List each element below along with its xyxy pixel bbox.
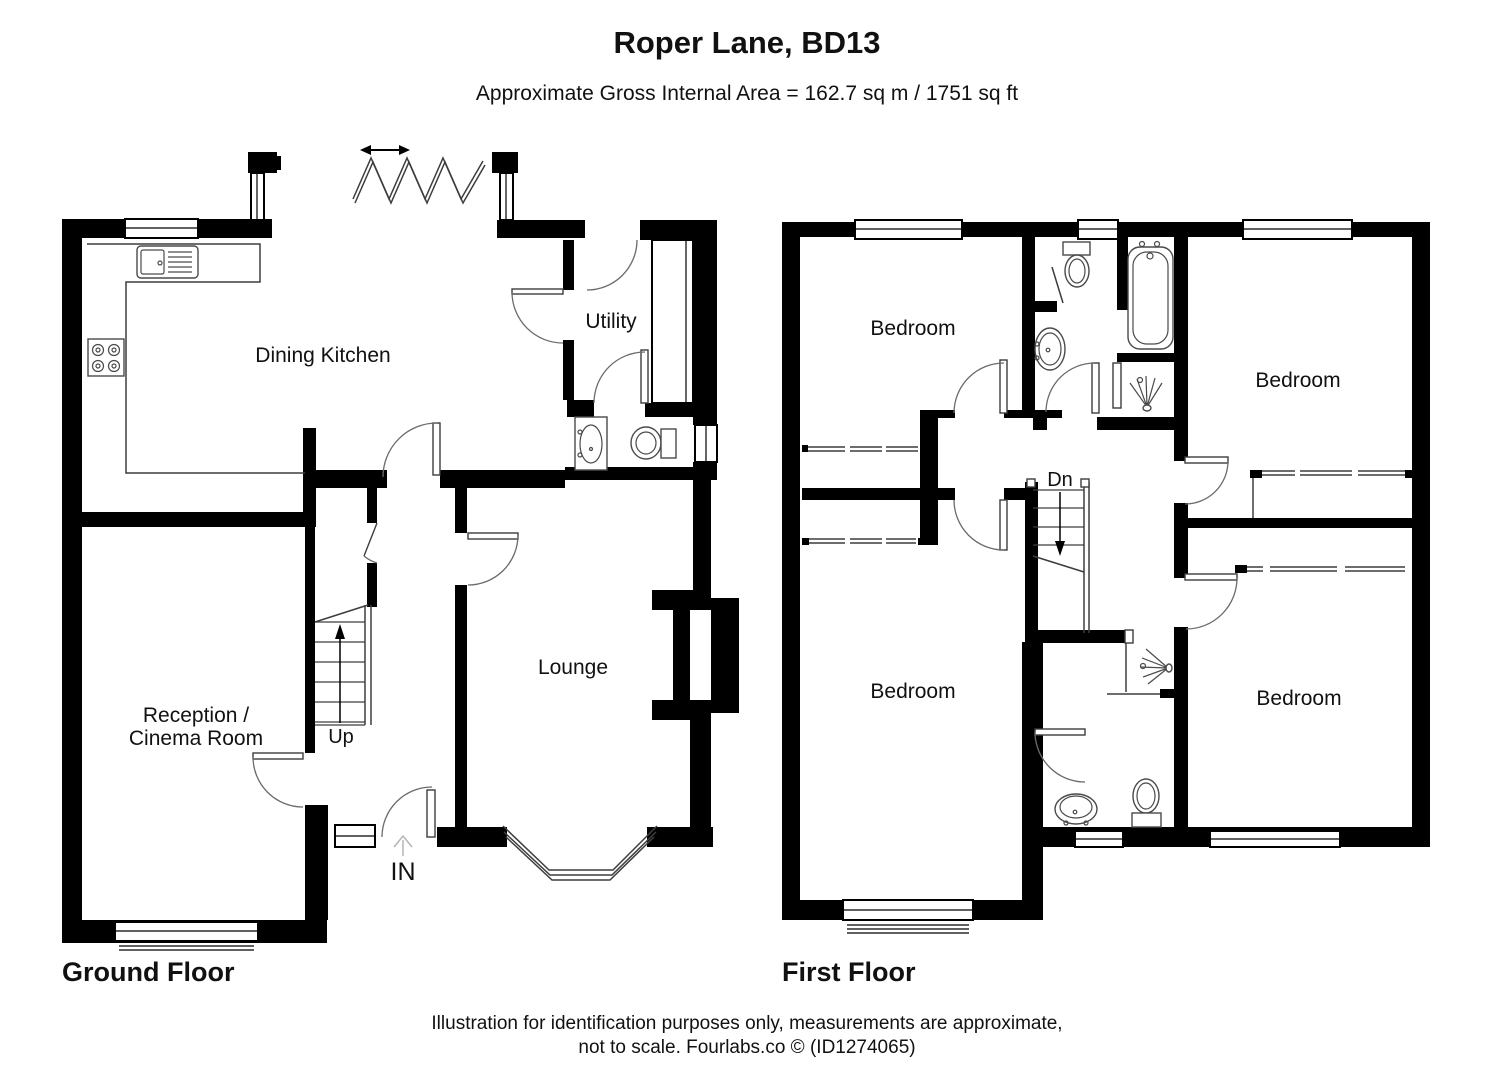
window (854, 219, 963, 240)
door (1045, 362, 1100, 414)
room-label-lounge: Lounge (538, 656, 608, 679)
bifold-door-icon (352, 145, 486, 205)
ground-floor-windows (114, 172, 718, 951)
chimney-flue-icon (499, 172, 514, 221)
shower-icon (1139, 648, 1173, 685)
ground-floor-doors (252, 239, 649, 838)
wardrobes (808, 446, 1405, 572)
shower-icon (1112, 362, 1163, 412)
window (1077, 219, 1119, 240)
window (114, 921, 259, 951)
window (1209, 830, 1341, 848)
window (842, 899, 974, 934)
door (953, 499, 1008, 551)
bay-window (502, 825, 658, 881)
window (1074, 830, 1124, 848)
bathroom-sink-icon (1034, 327, 1066, 371)
utility-cupboard (651, 239, 694, 404)
window (124, 218, 199, 239)
stairs-down-label: Dn (1047, 469, 1073, 491)
footer-line1: Illustration for identification purposes… (431, 1013, 1062, 1034)
window (694, 424, 718, 463)
shower-door (1112, 362, 1122, 409)
ground-floor-title: Ground Floor (62, 957, 235, 987)
page-subtitle: Approximate Gross Internal Area = 162.7 … (476, 82, 1018, 105)
window (1242, 219, 1353, 240)
first-floor-title: First Floor (782, 957, 916, 987)
bathtub-icon (1127, 240, 1174, 350)
ground-floor-plan: Dining Kitchen Utility Lounge Reception … (62, 145, 739, 987)
door (381, 786, 436, 838)
stairs-up-label: Up (328, 726, 354, 748)
entrance-arrow-icon (393, 834, 413, 856)
first-floor-doors (953, 359, 1238, 783)
door (252, 752, 304, 808)
toilet-icon (1051, 241, 1091, 304)
kitchen-sink-icon (136, 245, 199, 279)
footer-line2: not to scale. Fourlabs.co © (ID1274065) (578, 1037, 915, 1058)
shower-room-frame (1124, 629, 1134, 644)
wc-sink-icon (574, 416, 608, 471)
shower-room (1107, 643, 1173, 695)
first-floor-windows (842, 219, 1353, 934)
door (1034, 728, 1086, 783)
bathroom-sink-icon (1054, 793, 1098, 826)
room-label-bedroom-top-right: Bedroom (1255, 369, 1340, 392)
room-label-bedroom-bottom-left: Bedroom (870, 680, 955, 703)
room-label-reception-line1: Reception / (143, 704, 249, 727)
stairs-up (314, 604, 372, 726)
door (1184, 456, 1229, 505)
door (593, 349, 649, 404)
window (334, 824, 376, 848)
toilet-icon (1131, 778, 1162, 828)
hob-icon (87, 338, 125, 377)
room-label-dining-kitchen: Dining Kitchen (255, 344, 390, 367)
page-title: Roper Lane, BD13 (613, 25, 880, 60)
kitchen-counter (87, 243, 305, 474)
entrance-label: IN (391, 858, 416, 886)
room-label-bedroom-top-left: Bedroom (870, 317, 955, 340)
wc-toilet-icon (630, 426, 677, 460)
door (1184, 573, 1238, 630)
door (363, 522, 378, 564)
stairs-down (1026, 478, 1090, 633)
door (586, 239, 638, 291)
room-label-bedroom-bottom-right: Bedroom (1256, 687, 1341, 710)
room-label-utility: Utility (585, 310, 637, 333)
first-floor-plan: Bedroom Bedroom Bedroom Bedroom Dn First… (782, 219, 1430, 987)
door (467, 532, 519, 586)
door (511, 288, 564, 344)
room-label-reception-line2: Cinema Room (129, 727, 263, 750)
door (953, 359, 1008, 414)
door (382, 422, 441, 478)
chimney-flue-icon (250, 172, 265, 221)
